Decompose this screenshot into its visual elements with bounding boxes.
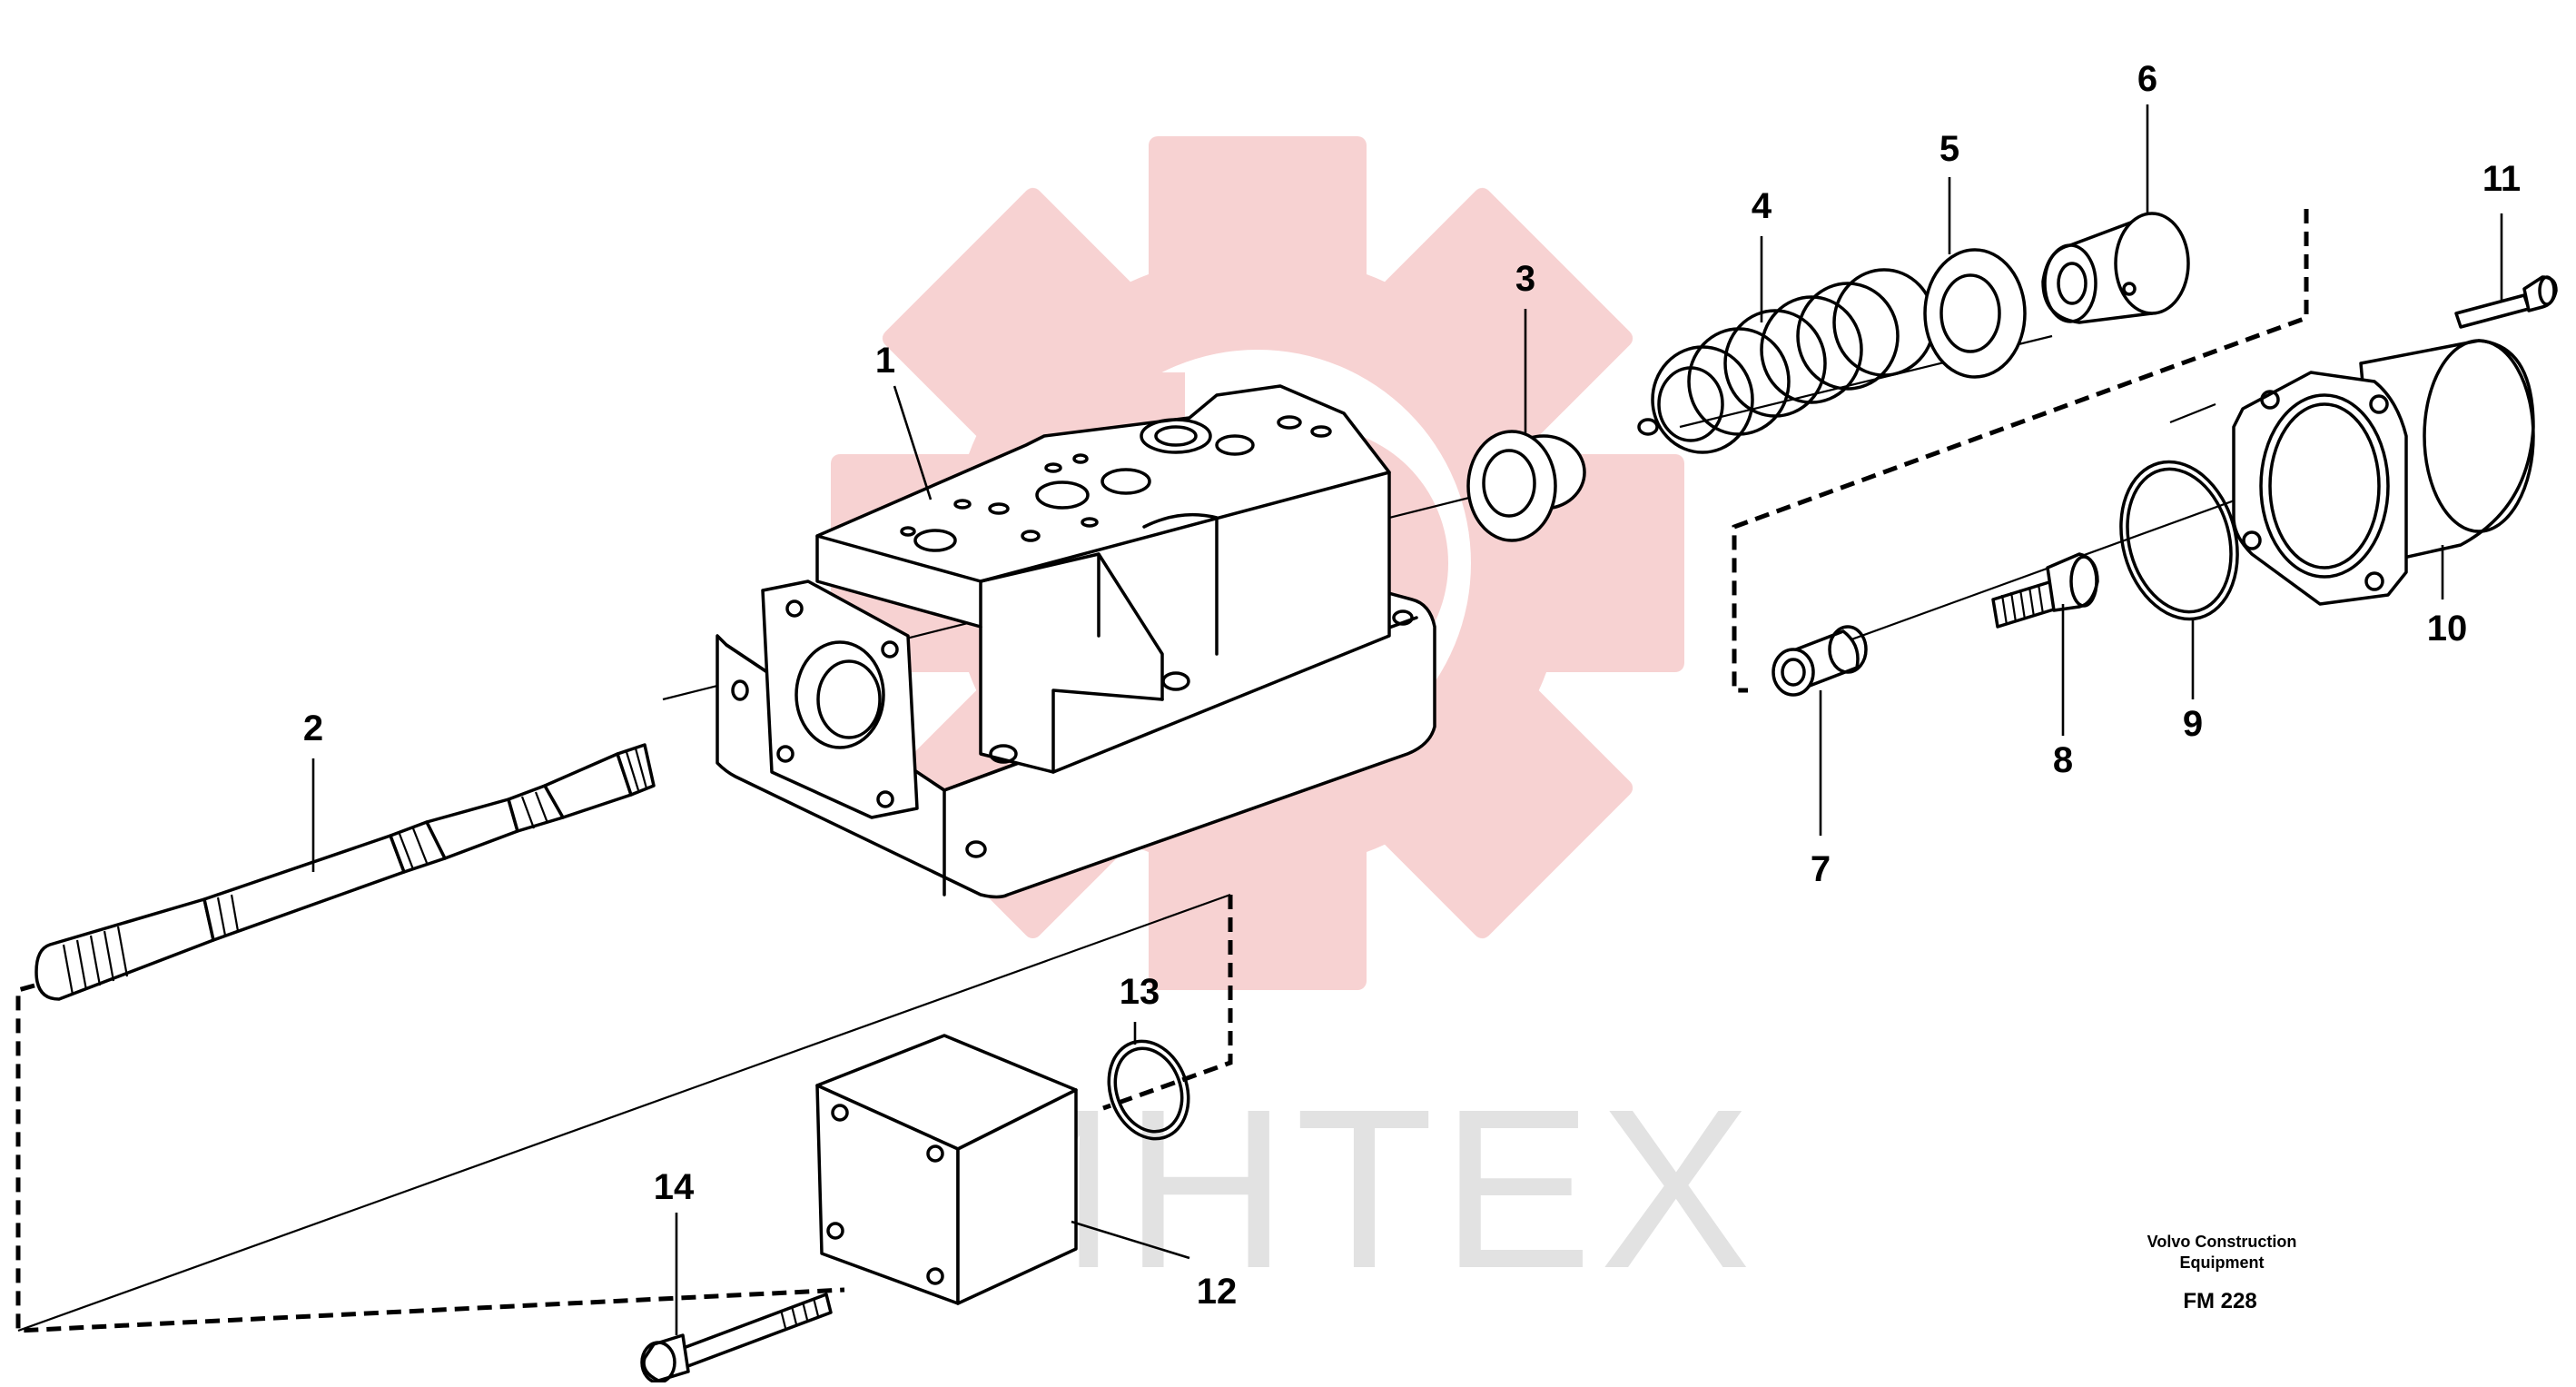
spring-seat-part-3 [1466, 430, 1586, 542]
screw-part-14 [640, 1293, 833, 1384]
bushing-part-6 [2041, 212, 2190, 324]
caption-figure-code: FM 228 [2183, 1289, 2256, 1313]
watermark-text: ИНТЕХ [953, 1062, 1758, 1315]
callout-14: 14 [654, 1167, 695, 1207]
callout-1: 1 [875, 341, 895, 381]
callout-8: 8 [2053, 740, 2073, 780]
cap-part-12 [815, 1034, 1078, 1305]
callout-13: 13 [1120, 972, 1160, 1012]
caption-manufacturer: Volvo Construction [2147, 1233, 2297, 1251]
cover-part-10 [2232, 339, 2535, 606]
o-ring-part-13 [1107, 1039, 1190, 1141]
washer-part-5 [1923, 248, 2027, 379]
valve-body-part-1 [716, 384, 1436, 899]
callout-11: 11 [2482, 159, 2521, 199]
callout-2: 2 [303, 708, 323, 748]
caption-manufacturer-line2: Equipment [2180, 1253, 2265, 1272]
callout-numbers: 1 2 3 4 5 6 7 8 9 10 11 12 13 14 [303, 59, 2521, 1312]
callout-7: 7 [1811, 849, 1831, 889]
spool-part-2 [35, 743, 656, 1001]
callout-10: 10 [2427, 609, 2468, 649]
assembly-dashed-connectors [15, 209, 2309, 1333]
callout-12: 12 [1197, 1272, 1238, 1312]
callout-6: 6 [2137, 59, 2157, 99]
callout-5: 5 [1939, 129, 1959, 169]
caption-block: Volvo Construction Equipment FM 228 [2147, 1233, 2297, 1313]
sleeve-part-7 [1772, 625, 1868, 697]
callout-3: 3 [1515, 259, 1535, 299]
callout-4: 4 [1752, 186, 1772, 226]
spring-part-4 [1637, 268, 1936, 454]
leader-lines [311, 104, 2503, 1335]
bolt-part-11 [2454, 275, 2558, 329]
callout-9: 9 [2183, 704, 2203, 744]
screw-part-8 [1991, 552, 2099, 629]
